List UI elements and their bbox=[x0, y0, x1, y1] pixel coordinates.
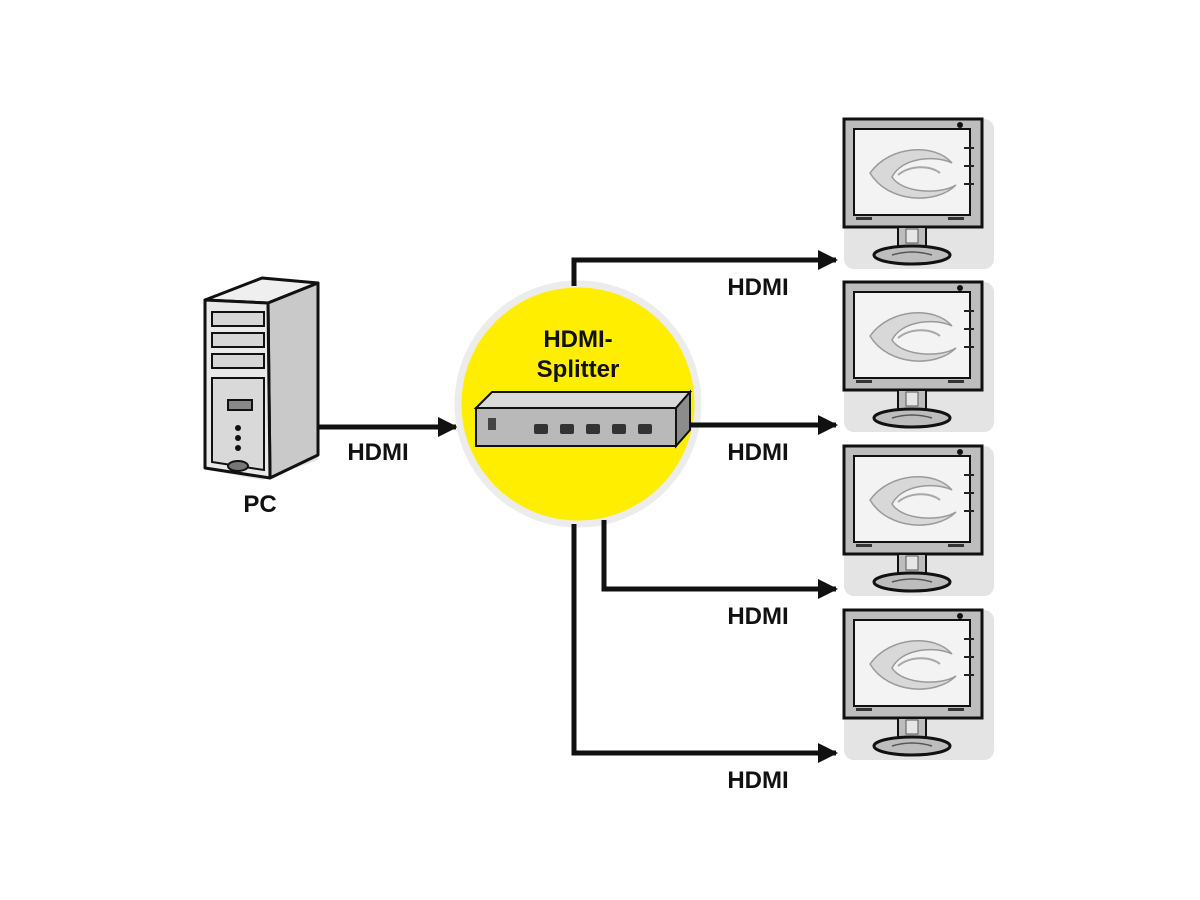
splitter-title-line2: Splitter bbox=[537, 356, 620, 383]
pc-cable-label: HDMI bbox=[347, 439, 408, 466]
output-arrow-3 bbox=[601, 520, 838, 599]
output-arrow-1 bbox=[571, 250, 838, 286]
hdmi-splitter-box-icon bbox=[473, 389, 693, 449]
output-arrow-4 bbox=[571, 524, 838, 763]
pc-label: PC bbox=[243, 491, 276, 518]
output-cable-label-4: HDMI bbox=[727, 767, 788, 794]
output-cable-label-3: HDMI bbox=[727, 603, 788, 630]
monitor-icon-4 bbox=[842, 608, 996, 762]
splitter-title-line1: HDMI- bbox=[543, 326, 612, 353]
output-cable-label-1: HDMI bbox=[727, 274, 788, 301]
monitor-icon-2 bbox=[842, 280, 996, 434]
output-cable-label-2: HDMI bbox=[727, 439, 788, 466]
monitor-icon-3 bbox=[842, 444, 996, 598]
monitor-icon-1 bbox=[842, 117, 996, 271]
pc-tower-icon bbox=[203, 276, 320, 480]
